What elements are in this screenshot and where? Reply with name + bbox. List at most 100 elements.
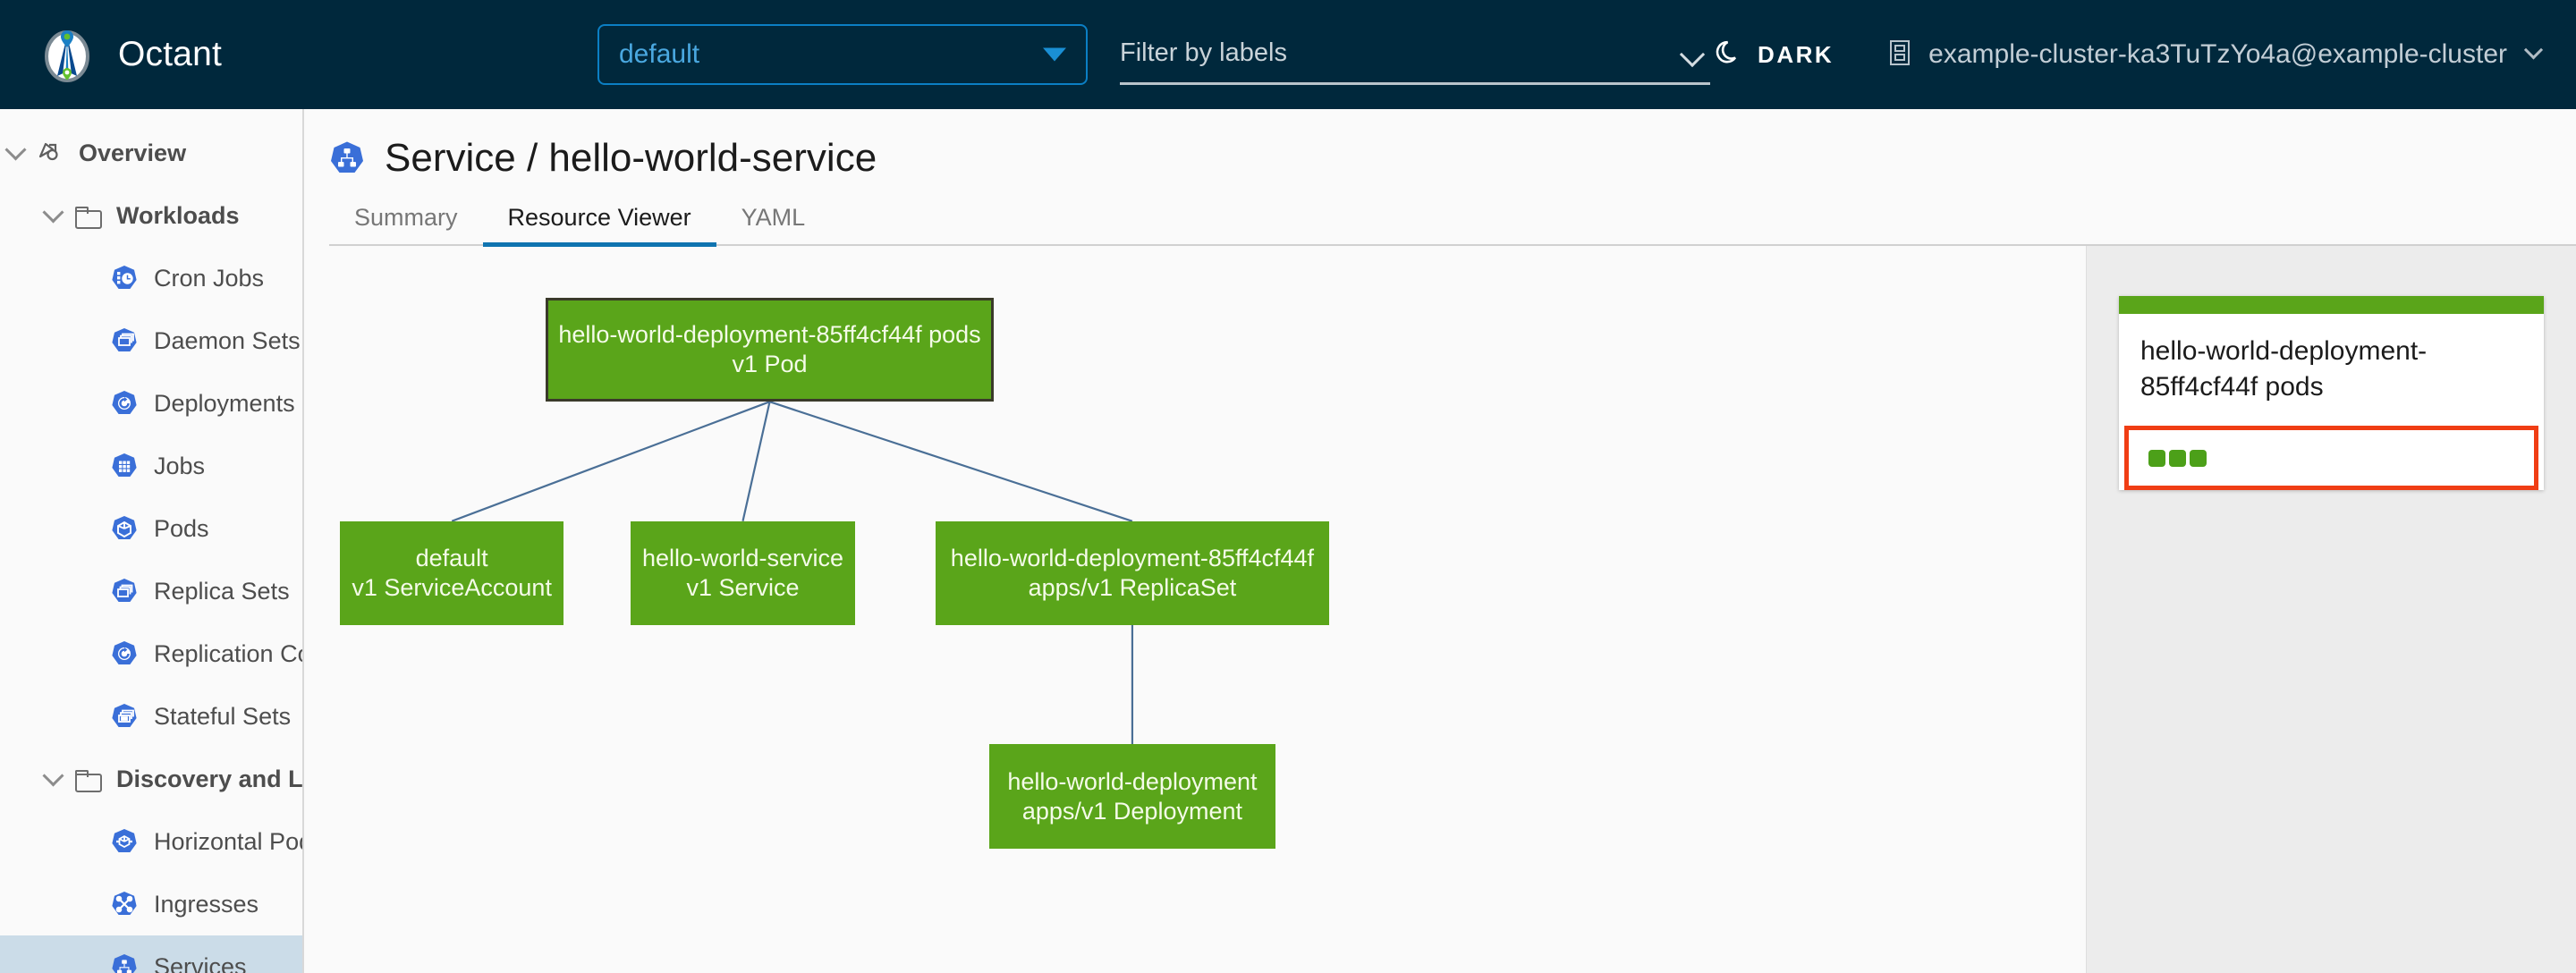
sidebar-item-replica-sets[interactable]: Replica Sets [0, 560, 302, 622]
moon-icon [1715, 38, 1743, 72]
pod-status-dot[interactable] [2148, 449, 2165, 467]
graph-node-kind: v1 Pod [732, 351, 808, 378]
detail-card[interactable]: hello-world-deployment-85ff4cf44f pods [2119, 296, 2544, 491]
sidebar-item-ingresses[interactable]: Ingresses [0, 873, 302, 935]
daemonset-icon [106, 327, 143, 354]
main-content: Service / hello-world-service Summary Res… [304, 109, 2576, 973]
sidebar-item-deployments[interactable]: Deployments [0, 372, 302, 435]
header-right: DARK example-cluster-ka3TuTzYo4a@example… [1715, 38, 2544, 72]
tab-yaml[interactable]: YAML [741, 204, 806, 231]
graph-node-name: hello-world-deployment-85ff4cf44f [950, 544, 1315, 571]
sidebar-item-label: Daemon Sets [154, 326, 301, 354]
expand-toggle[interactable] [0, 139, 30, 161]
sidebar-item-replication-controllers[interactable]: Replication Controllers [0, 622, 302, 685]
sidebar-item-services[interactable]: Services [0, 935, 302, 973]
graph-node-name: default [415, 544, 488, 571]
replicationcontroller-icon [106, 640, 143, 667]
pod-icon [106, 515, 143, 542]
sidebar-item-discovery-and-load-balancing[interactable]: Discovery and Load Balancing [0, 748, 302, 810]
folder-icon [68, 206, 106, 229]
namespace-select[interactable]: default [597, 24, 1088, 85]
graph-node-kind: v1 Service [686, 573, 800, 601]
brand-name: Octant [118, 35, 223, 73]
label-filter-placeholder: Filter by labels [1120, 38, 1287, 67]
sidebar-item-daemon-sets[interactable]: Daemon Sets [0, 309, 302, 372]
page-title: Service / hello-world-service [304, 109, 2576, 181]
sidebar-item-workloads[interactable]: Workloads [0, 184, 302, 247]
page-title-text: Service / hello-world-service [385, 136, 877, 180]
card-status-accent [2119, 296, 2544, 314]
graph-node-name: hello-world-service [641, 544, 844, 571]
sidebar-item-label: Replica Sets [154, 577, 290, 605]
chevron-down-icon [2523, 39, 2544, 59]
octant-logo-icon [39, 27, 95, 82]
expand-toggle[interactable] [38, 765, 68, 787]
sidebar-item-overview[interactable]: Overview [0, 122, 302, 184]
sidebar-item-label: Pods [154, 514, 209, 542]
graph-edge-pod-to-sa [452, 402, 769, 521]
caret-down-icon [1043, 47, 1066, 62]
cluster-name: example-cluster-ka3TuTzYo4a@example-clus… [1928, 39, 2507, 69]
deployment-icon [106, 390, 143, 417]
top-header: Octant default Filter by labels DARK [0, 0, 2576, 109]
sidebar-item-cron-jobs[interactable]: Cron Jobs [0, 247, 302, 309]
chevron-down-icon [41, 201, 64, 224]
folder-icon [68, 769, 106, 792]
sidebar-item-label: Discovery and Load Balancing [116, 765, 303, 792]
brand[interactable]: Octant [39, 27, 594, 82]
replicaset-icon [106, 578, 143, 605]
chevron-down-icon [4, 139, 27, 161]
cluster-rack-icon [1887, 38, 1912, 72]
tab-bar[interactable]: Summary Resource Viewer YAML [329, 204, 2576, 247]
sidebar-item-stateful-sets[interactable]: Stateful Sets [0, 685, 302, 748]
sidebar-item-label: Horizontal Pod Autoscalers [154, 827, 302, 855]
pod-status-dot[interactable] [2190, 449, 2207, 467]
detail-panel: hello-world-deployment-85ff4cf44f pods [2086, 246, 2576, 973]
sidebar-item-label: Jobs [154, 452, 206, 479]
sidebar-item-label: Cron Jobs [154, 264, 265, 292]
graph-node-name: hello-world-deployment [1007, 767, 1258, 795]
ingress-icon [106, 891, 143, 918]
expand-toggle[interactable] [38, 201, 68, 224]
tab-summary[interactable]: Summary [354, 204, 458, 231]
graph-node-kind: apps/v1 Deployment [1021, 797, 1242, 825]
sidebar-item-label: Services [154, 952, 247, 973]
sidebar-item-label: Workloads [116, 201, 240, 229]
sidebar-item-label: Deployments [154, 389, 295, 417]
namespace-value: default [619, 39, 700, 69]
theme-toggle-button[interactable]: DARK [1715, 38, 1834, 72]
sidebar-item-label: Stateful Sets [154, 702, 292, 730]
graph-edge-pod-to-rs [770, 402, 1132, 521]
graph-node-kind: v1 ServiceAccount [352, 573, 552, 601]
sidebar-item-label: Ingresses [154, 890, 259, 918]
service-icon [106, 953, 143, 973]
graph-edges [304, 246, 2086, 973]
sidebar-item-pods[interactable]: Pods [0, 497, 302, 560]
chevron-down-icon [1679, 41, 1706, 68]
graph-node-name: hello-world-deployment-85ff4cf44f pods [558, 321, 981, 349]
cluster-select[interactable]: example-cluster-ka3TuTzYo4a@example-clus… [1887, 38, 2544, 72]
theme-label: DARK [1758, 40, 1835, 68]
statefulset-icon [106, 703, 143, 730]
pod-status-dot[interactable] [2169, 449, 2186, 467]
label-filter-input[interactable]: Filter by labels [1120, 24, 1710, 85]
tab-resource-viewer[interactable]: Resource Viewer [482, 204, 716, 247]
overview-icon [30, 140, 68, 166]
sidebar-item-jobs[interactable]: Jobs [0, 435, 302, 497]
detail-card-title: hello-world-deployment-85ff4cf44f pods [2140, 336, 2428, 402]
sidebar-item-label: Replication Controllers [154, 639, 302, 667]
cronjob-icon [106, 265, 143, 292]
pod-status-indicator-group[interactable] [2124, 426, 2538, 491]
chevron-down-icon [41, 765, 64, 787]
sidebar-item-horizontal-pod-autoscalers[interactable]: Horizontal Pod Autoscalers [0, 810, 302, 873]
